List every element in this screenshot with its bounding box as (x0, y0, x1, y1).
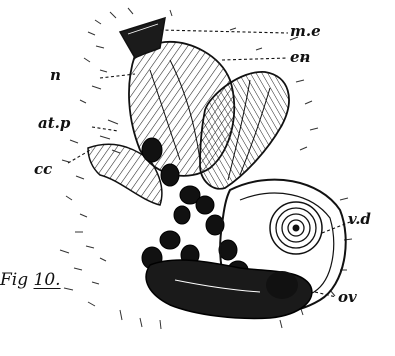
label-me: m.e (290, 24, 321, 39)
label-ov: ov (338, 290, 357, 305)
spiral-vd (270, 202, 322, 254)
label-en: en (290, 50, 310, 65)
label-n: n (50, 68, 61, 83)
label-vd: v.d (348, 212, 371, 227)
figure-caption-prefix: Fig (0, 270, 28, 290)
mass-ov (146, 260, 312, 318)
figure-caption: Fig 10. (0, 272, 61, 289)
label-atp: at.p (38, 116, 70, 131)
label-cc: cc (34, 162, 52, 177)
figure-caption-number: 10. (34, 270, 61, 290)
